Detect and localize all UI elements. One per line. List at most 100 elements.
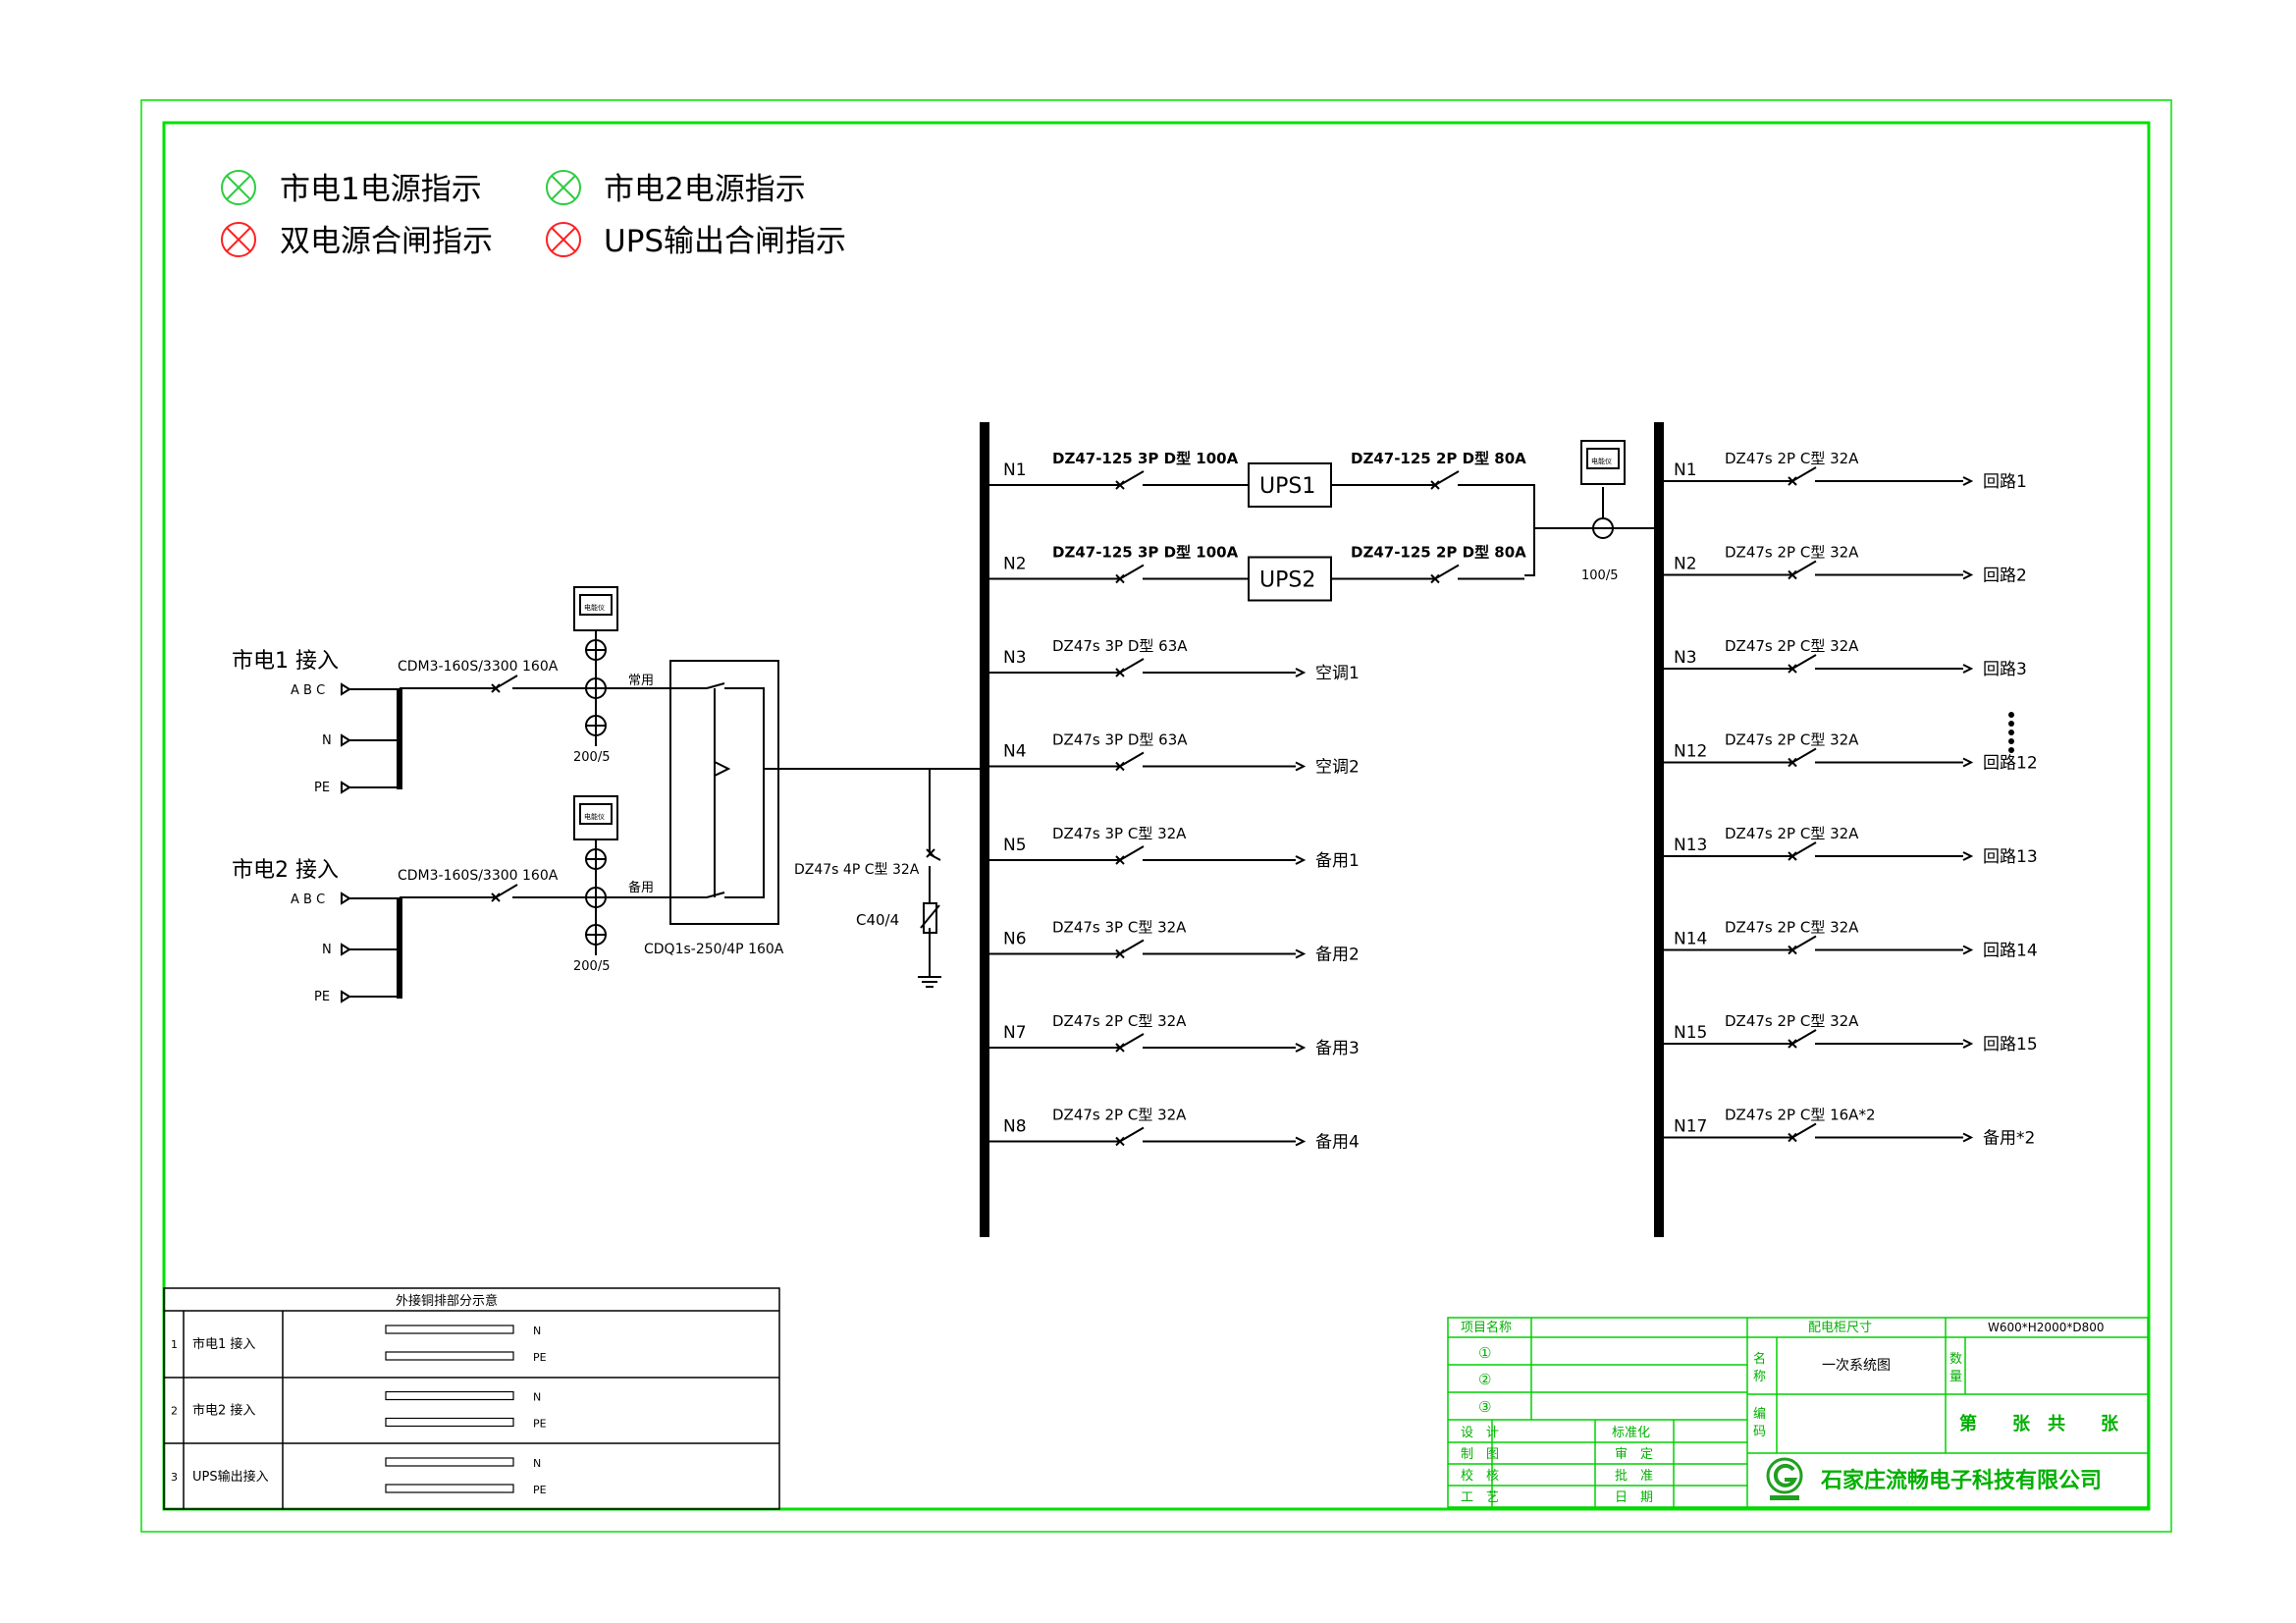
breaker-label: DZ47s 3P D型 63A [1052,637,1188,655]
input-1-section: 市电1 接入 A B C N PE CDM3-160S/3300 160A 20… [232,586,690,795]
arrow-icon [1295,855,1307,865]
feeder-id: N12 [1674,742,1707,762]
spd-breaker-label: DZ47s 4P C型 32A [794,862,920,878]
breaker-switch [1115,751,1145,772]
ups-output-section: 电能仪 100/5 [1524,440,1659,583]
arrow-icon [1295,1043,1307,1053]
breaker-switch [1115,470,1145,490]
drawing-label: 制 图 [1461,1447,1499,1462]
row-number: 1 [171,1338,178,1351]
breaker-label: DZ47s 2P C型 32A [1725,1012,1859,1030]
copper-bar-table: 外接铜排部分示意 [163,1287,780,1510]
arrow-icon [1295,1136,1307,1147]
row-number: 3 [171,1471,178,1484]
normal-tag: 常用 [628,674,654,688]
row-name: 市电2 接入 [192,1403,255,1419]
bar-label: PE [533,1484,547,1496]
breaker-switch [1788,935,1817,955]
feeder-id: N2 [1674,555,1697,574]
meter-label: 电能仪 [584,812,605,821]
ups-box [1248,462,1332,508]
meter-label: 电能仪 [584,603,605,612]
name-label-line-2: 称 [1753,1370,1766,1384]
breaker-switch [1115,939,1145,959]
n-label: N [322,943,332,957]
qty-label-line-2: 量 [1949,1370,1962,1384]
inner-frame [162,121,2151,1511]
copper-bar-n [385,1390,514,1401]
code-label: 编码 [1753,1407,1766,1439]
legend: 市电1电源指示 市电2电源指示 双电源合闸指示 UPS输出合闸指示 [221,170,846,259]
meter-icon [1580,440,1626,485]
breaker-switch [1788,1029,1817,1049]
breaker-label: CDM3-160S/3300 160A [398,868,559,884]
feeder-id: N7 [1003,1023,1027,1043]
bar-label: N [533,1325,541,1337]
design-label: 设 计 [1461,1426,1499,1440]
green-lamp-icon [221,170,256,205]
arrow-icon [1962,569,1974,580]
legend-item-2: 市电2电源指示 [546,170,806,207]
project-label: 项目名称 [1461,1320,1512,1335]
process-label: 工 艺 [1461,1490,1499,1505]
ct-ratio-label: 100/5 [1581,568,1618,583]
breaker-label: DZ47s 2P C型 32A [1725,544,1859,562]
feeder-dest: 回路13 [1983,847,2038,867]
feeder-id: N5 [1003,836,1027,855]
out-breaker-label: DZ47-125 2P D型 80A [1351,450,1526,467]
feeder-dest: 备用4 [1315,1133,1360,1153]
meter-icon [573,586,618,639]
ellipsis-dots [2008,712,2014,753]
meter-icon [573,795,618,848]
spd-arrester-label: C40/4 [856,911,899,929]
row-number: 2 [171,1405,178,1418]
table-title: 外接铜排部分示意 [396,1293,498,1309]
feeder-id: N8 [1003,1117,1027,1137]
breaker-switch [1788,841,1817,861]
breaker-switch [491,884,518,902]
feeder-id: N15 [1674,1023,1707,1043]
bar-label: N [533,1457,541,1470]
legend-label: 双电源合闸指示 [280,224,493,259]
legend-label: 市电1电源指示 [280,172,482,207]
company-name: 石家庄流畅电子科技有限公司 [1820,1468,2102,1493]
pe-label: PE [314,990,330,1004]
breaker-switch [1115,1126,1145,1147]
feeder-dest: 回路1 [1983,472,2027,492]
feeder-id: N1 [1003,460,1027,480]
breaker-label: DZ47s 2P C型 32A [1725,919,1859,937]
copper-bar-pe [385,1351,514,1361]
feeder-id: N6 [1003,930,1027,949]
arrow-icon [1962,851,1974,861]
n-label: N [322,733,332,748]
current-transformer [585,848,607,955]
bus1-feeder-row: N8 DZ47s 2P C型 32A 备用4 [989,1107,1360,1153]
circle-1: ① [1478,1344,1491,1362]
ups-label: UPS2 [1259,568,1315,593]
copper-bar-n [385,1457,514,1467]
arrow-icon [1962,476,1974,486]
arrow-icon [1295,668,1307,677]
arrow-icon [1962,1039,1974,1049]
breaker-label: DZ47s 3P D型 63A [1052,731,1188,749]
breaker-label: DZ47s 2P C型 32A [1725,731,1859,749]
standby-tag: 备用 [628,880,654,895]
name-label-line-1: 名 [1753,1351,1766,1367]
feeder-dest: 回路14 [1983,942,2038,961]
arrow-icon [1962,945,1974,955]
bar-label: PE [533,1351,547,1364]
feeder-id: N3 [1674,648,1697,668]
breaker-switch [1430,564,1460,584]
breaker-label: DZ47s 2P C型 32A [1052,1107,1187,1124]
feeder-dest: 回路3 [1983,660,2027,679]
